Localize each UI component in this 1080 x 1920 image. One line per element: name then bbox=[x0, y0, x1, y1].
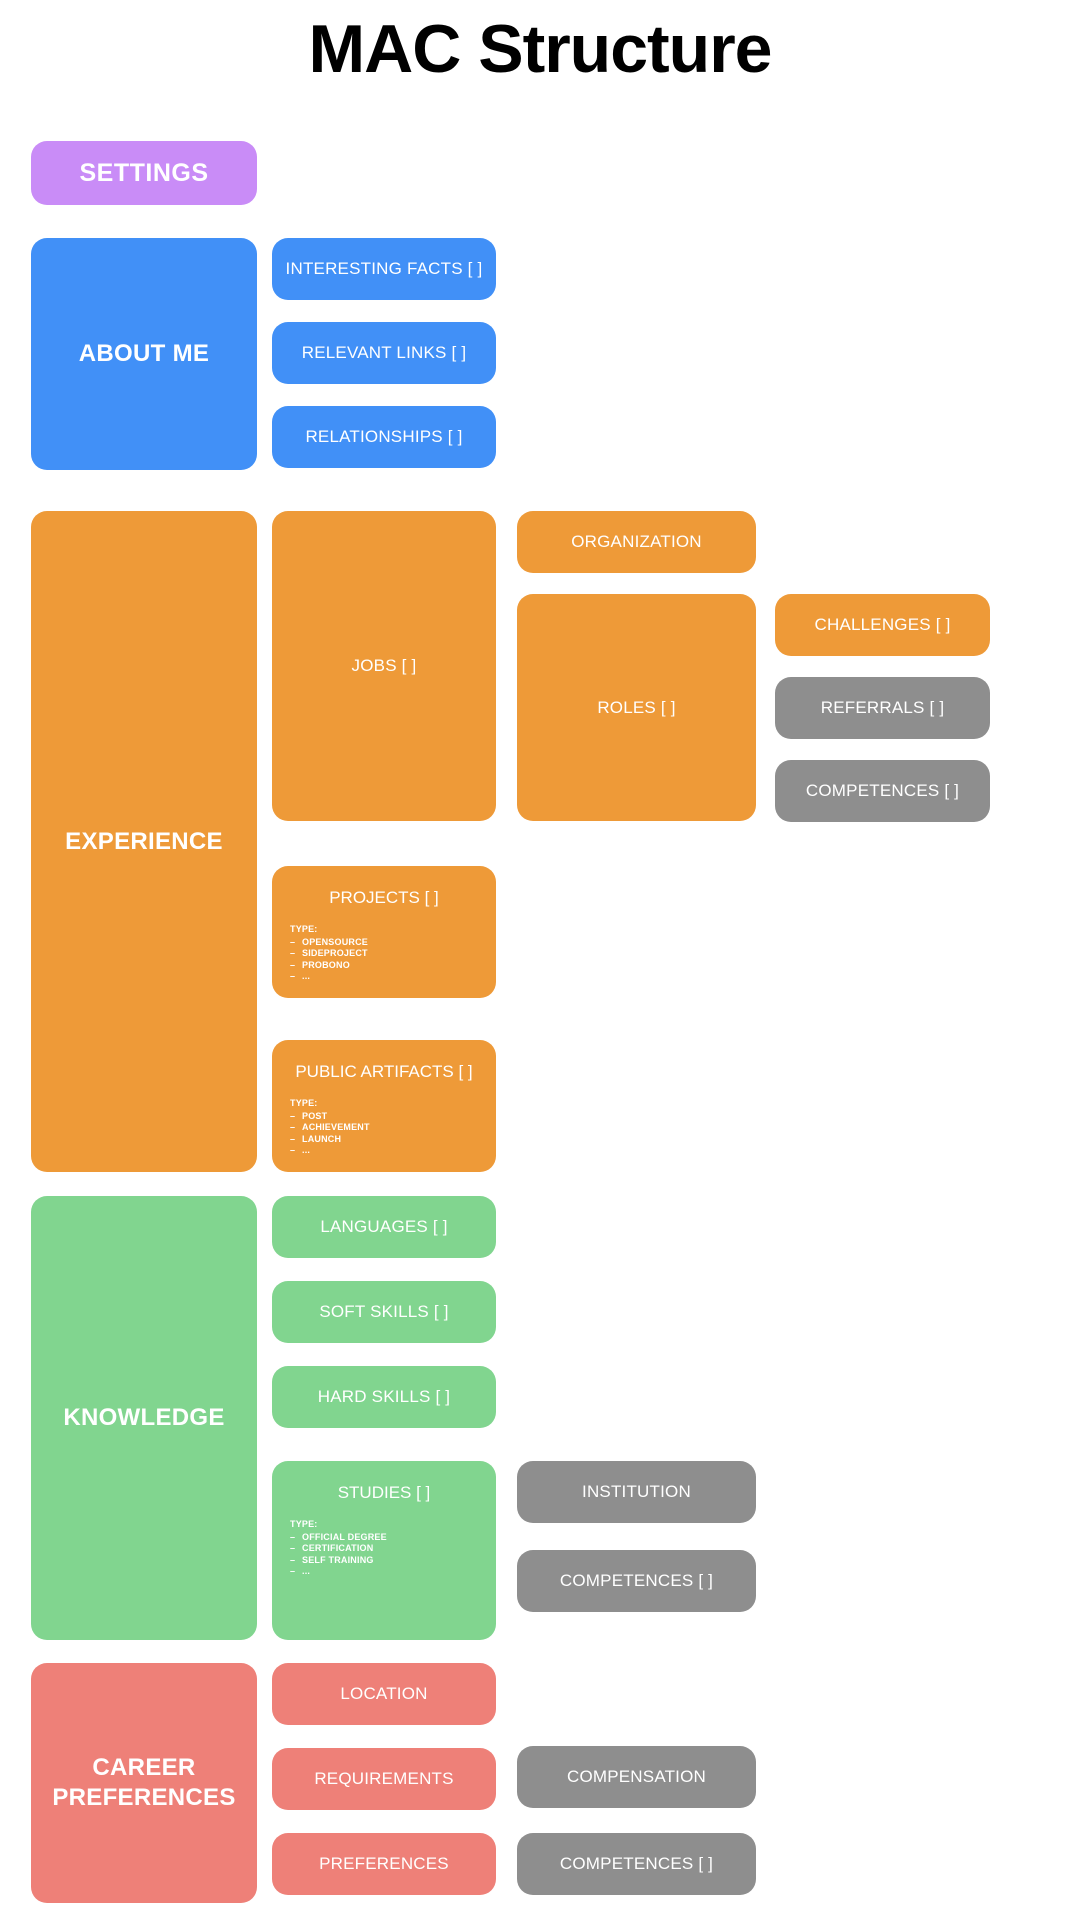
experience-label: EXPERIENCE bbox=[65, 827, 223, 855]
studies-type-item-label: CERTIFICATION bbox=[302, 1543, 374, 1553]
preferences-block[interactable]: PREFERENCES bbox=[272, 1833, 496, 1895]
organization-block[interactable]: ORGANIZATION bbox=[517, 511, 756, 573]
projects-type-item: –... bbox=[290, 971, 311, 981]
knowledge-block[interactable]: KNOWLEDGE bbox=[31, 1196, 257, 1640]
challenges-label: CHALLENGES [ ] bbox=[814, 615, 951, 634]
career-preferences-block[interactable]: CAREER PREFERENCES bbox=[31, 1663, 257, 1903]
hard-skills-label: HARD SKILLS [ ] bbox=[317, 1387, 451, 1406]
studies-type-item: –CERTIFICATION bbox=[290, 1543, 374, 1553]
knowledge-competences-block[interactable]: COMPETENCES [ ] bbox=[517, 1550, 756, 1612]
referrals-label: REFERRALS [ ] bbox=[820, 698, 945, 717]
public-artifacts-type-item: –POST bbox=[290, 1110, 328, 1121]
relationships-label: RELATIONSHIPS [ ] bbox=[305, 427, 463, 446]
projects-type-item-label: PROBONO bbox=[302, 959, 350, 970]
studies-type-item: –OFFICIAL DEGREE bbox=[290, 1531, 387, 1542]
projects-type-item-label: SIDEPROJECT bbox=[302, 948, 368, 958]
projects-label: PROJECTS [ ] bbox=[329, 888, 439, 907]
organization-label: ORGANIZATION bbox=[571, 532, 702, 551]
public-artifacts-type-item-label: LAUNCH bbox=[302, 1133, 342, 1144]
referrals-block[interactable]: REFERRALS [ ] bbox=[775, 677, 990, 739]
projects-type-heading: TYPE: bbox=[290, 924, 318, 934]
page-title: MAC Structure bbox=[308, 11, 772, 87]
projects-type-item: –PROBONO bbox=[290, 959, 350, 970]
projects-type-list: TYPE: –OPENSOURCE –SIDEPROJECT –PROBONO … bbox=[272, 924, 496, 983]
studies-type-item: –... bbox=[290, 1566, 311, 1576]
languages-label: LANGUAGES [ ] bbox=[320, 1217, 448, 1236]
knowledge-label: KNOWLEDGE bbox=[63, 1404, 225, 1431]
roles-block[interactable]: ROLES [ ] bbox=[517, 594, 756, 821]
public-artifacts-type-item-label: POST bbox=[302, 1110, 328, 1121]
requirements-label: REQUIREMENTS bbox=[314, 1769, 454, 1788]
experience-block[interactable]: EXPERIENCE bbox=[31, 511, 257, 1172]
settings-block[interactable]: SETTINGS bbox=[31, 141, 257, 205]
studies-type-item-label: OFFICIAL DEGREE bbox=[302, 1531, 387, 1542]
about-me-block[interactable]: ABOUT ME bbox=[31, 238, 257, 470]
soft-skills-label: SOFT SKILLS [ ] bbox=[319, 1302, 449, 1321]
languages-block[interactable]: LANGUAGES [ ] bbox=[272, 1196, 496, 1258]
jobs-block[interactable]: JOBS [ ] bbox=[272, 511, 496, 821]
settings-label: SETTINGS bbox=[79, 159, 209, 187]
requirements-block[interactable]: REQUIREMENTS bbox=[272, 1748, 496, 1810]
relationships-block[interactable]: RELATIONSHIPS [ ] bbox=[272, 406, 496, 468]
soft-skills-block[interactable]: SOFT SKILLS [ ] bbox=[272, 1281, 496, 1343]
public-artifacts-type-heading: TYPE: bbox=[290, 1098, 318, 1108]
career-preferences-label: CAREER PREFERENCES bbox=[52, 1754, 236, 1811]
interesting-facts-block[interactable]: INTERESTING FACTS [ ] bbox=[272, 238, 496, 300]
career-competences-label: COMPETENCES [ ] bbox=[559, 1854, 714, 1873]
institution-label: INSTITUTION bbox=[582, 1482, 691, 1501]
knowledge-competences-label: COMPETENCES [ ] bbox=[559, 1571, 714, 1590]
public-artifacts-label: PUBLIC ARTIFACTS [ ] bbox=[295, 1062, 473, 1081]
projects-type-item-label: OPENSOURCE bbox=[302, 936, 369, 947]
public-artifacts-type-list: TYPE: –POST –ACHIEVEMENT –LAUNCH –... bbox=[272, 1098, 496, 1157]
compensation-block[interactable]: COMPENSATION bbox=[517, 1746, 756, 1808]
roles-label: ROLES [ ] bbox=[597, 697, 676, 717]
projects-type-item: –OPENSOURCE bbox=[290, 936, 369, 947]
hard-skills-block[interactable]: HARD SKILLS [ ] bbox=[272, 1366, 496, 1428]
public-artifacts-block[interactable]: PUBLIC ARTIFACTS [ ] TYPE: –POST –ACHIEV… bbox=[272, 1040, 496, 1172]
projects-type-item: –SIDEPROJECT bbox=[290, 948, 368, 958]
relevant-links-label: RELEVANT LINKS [ ] bbox=[301, 343, 467, 362]
studies-label: STUDIES [ ] bbox=[337, 1483, 431, 1502]
public-artifacts-type-item: –... bbox=[290, 1145, 311, 1155]
studies-block[interactable]: STUDIES [ ] TYPE: –OFFICIAL DEGREE –CERT… bbox=[272, 1461, 496, 1640]
studies-type-item-label: SELF TRAINING bbox=[302, 1554, 374, 1565]
public-artifacts-type-item: –ACHIEVEMENT bbox=[290, 1122, 370, 1132]
interesting-facts-label: INTERESTING FACTS [ ] bbox=[285, 259, 483, 278]
studies-type-item: –SELF TRAINING bbox=[290, 1554, 374, 1565]
studies-type-item-label: ... bbox=[302, 1566, 311, 1576]
experience-competences-label: COMPETENCES [ ] bbox=[805, 781, 960, 800]
relevant-links-block[interactable]: RELEVANT LINKS [ ] bbox=[272, 322, 496, 384]
public-artifacts-type-item-label: ... bbox=[302, 1145, 311, 1155]
location-label: LOCATION bbox=[340, 1684, 428, 1703]
preferences-label: PREFERENCES bbox=[319, 1854, 449, 1873]
location-block[interactable]: LOCATION bbox=[272, 1663, 496, 1725]
challenges-block[interactable]: CHALLENGES [ ] bbox=[775, 594, 990, 656]
career-competences-block[interactable]: COMPETENCES [ ] bbox=[517, 1833, 756, 1895]
public-artifacts-type-item-label: ACHIEVEMENT bbox=[302, 1122, 370, 1132]
about-me-label: ABOUT ME bbox=[78, 340, 210, 367]
compensation-label: COMPENSATION bbox=[566, 1767, 707, 1786]
institution-block[interactable]: INSTITUTION bbox=[517, 1461, 756, 1523]
studies-type-list: TYPE: –OFFICIAL DEGREE –CERTIFICATION –S… bbox=[272, 1519, 496, 1578]
experience-competences-block[interactable]: COMPETENCES [ ] bbox=[775, 760, 990, 822]
jobs-label: JOBS [ ] bbox=[351, 656, 417, 675]
projects-block[interactable]: PROJECTS [ ] TYPE: –OPENSOURCE –SIDEPROJ… bbox=[272, 866, 496, 998]
projects-type-item-label: ... bbox=[302, 971, 311, 981]
public-artifacts-type-item: –LAUNCH bbox=[290, 1133, 342, 1144]
studies-type-heading: TYPE: bbox=[290, 1519, 318, 1529]
